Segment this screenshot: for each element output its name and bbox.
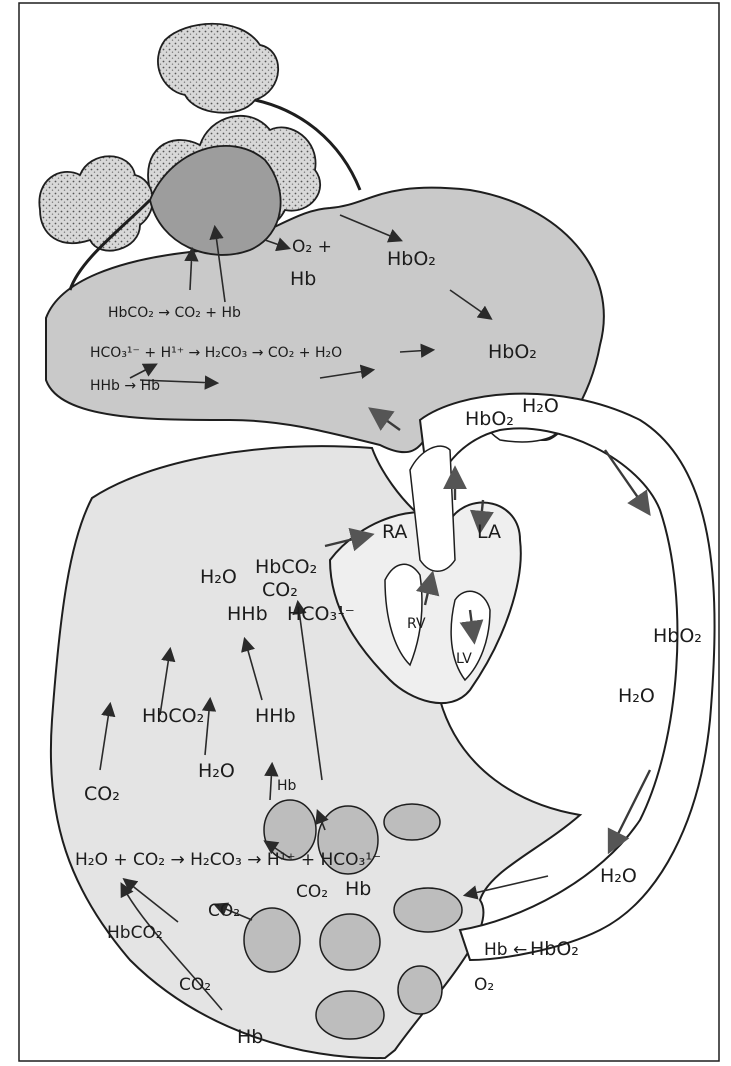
tissue-hb-b-label: Hb [237, 1026, 263, 1048]
tissue-co2-b-label: CO₂ [208, 901, 240, 921]
heart-ra-label: RA [382, 521, 407, 543]
tissue-hbco2-label: HbCO₂ [142, 705, 204, 727]
venous-hco3-label: HCO₃¹⁻ [287, 603, 355, 625]
tissue-hbo2-label: HbO₂ [530, 938, 579, 960]
venous-hbco2-label: HbCO₂ [255, 556, 317, 578]
lung-hco3-equation: HCO₃¹⁻ + H¹⁺ → H₂CO₃ → CO₂ + H₂O [90, 345, 342, 361]
lung-hhb-equation: HHb → Hb [90, 378, 160, 394]
tissue-co2-label: CO₂ [84, 783, 120, 805]
lung-hbo2-right-label: HbO₂ [488, 341, 537, 363]
tissue-hhb-label: HHb [255, 705, 296, 727]
tissue-hb-arrow-label: Hb ← [484, 940, 527, 960]
tissue-co2-c-label: CO₂ [179, 975, 211, 995]
venous-hhb-label: HHb [227, 603, 268, 625]
venous-co2-label: CO₂ [262, 579, 298, 601]
heart-h2o-label: H₂O [522, 395, 559, 417]
tissue-co2-a-label: CO₂ [296, 882, 328, 902]
heart-hbo2-label: HbO₂ [465, 408, 514, 430]
arterial-hbo2-label: HbO₂ [653, 625, 702, 647]
tissue-hb-a-label: Hb [345, 878, 371, 900]
arterial-h2o-b-label: H₂O [600, 865, 637, 887]
arterial-h2o-a-label: H₂O [618, 685, 655, 707]
tissue-hb-label: Hb [277, 778, 297, 794]
tissue-h2o-label: H₂O [198, 760, 235, 782]
heart-lv-label: LV [456, 651, 472, 667]
tissue-o2-label: O₂ [474, 975, 494, 995]
heart-la-label: LA [477, 521, 501, 543]
heart-rv-label: RV [407, 616, 426, 632]
lung-hb-label: Hb [290, 268, 316, 290]
lung-hbco2-equation: HbCO₂ → CO₂ + Hb [108, 305, 241, 321]
lung-o2-label: O₂ + [292, 237, 332, 257]
tissue-carbonic-equation: H₂O + CO₂ → H₂CO₃ → H¹⁺ + HCO₃¹⁻ [75, 850, 381, 870]
tissue-hbco2-label-low: HbCO₂ [107, 923, 163, 943]
venous-h2o-label: H₂O [200, 566, 237, 588]
lung-hbo2-top-label: HbO₂ [387, 248, 436, 270]
